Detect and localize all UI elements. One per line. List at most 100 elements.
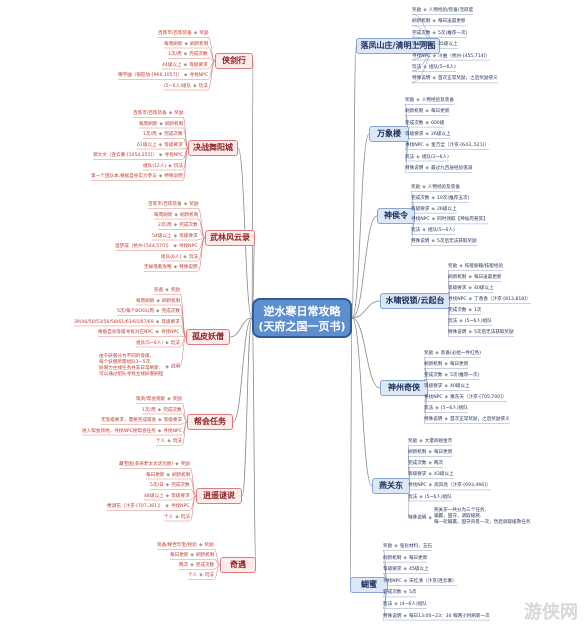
leaf-entry: 个人◆玩法 — [164, 515, 190, 521]
leaf-separator-icon: ◆ — [403, 613, 407, 619]
leaf-entry: 完成次数◆两次 — [408, 461, 443, 467]
note-body: 由于妖僧分为不同的等级,每个妖僧所需组队1~5次,妖僧为主线任务并非日常刷新,可… — [99, 354, 163, 378]
leaf-separator-icon: ◆ — [444, 373, 448, 378]
leaf-value: 宋红清（汴京/连云寨） — [409, 578, 457, 584]
leaf-separator-icon: ◆ — [183, 254, 187, 260]
leaf-separator-icon: ◆ — [394, 544, 398, 549]
connector — [189, 488, 197, 497]
leaf-key: 玩法 — [448, 319, 458, 324]
leaf-entry: 第一个团队本,根据自身实力参与◆特殊说明 — [91, 174, 183, 180]
connector — [213, 548, 221, 566]
leaf-value: 技能秘籍/技能经验 — [464, 264, 504, 269]
branch-b7[interactable]: 奇遇 — [220, 557, 256, 573]
leaf-key: 特殊说明 — [164, 174, 183, 179]
leaf-value: 48级以上 — [144, 493, 164, 499]
leaf-value: 每周刷新 — [139, 121, 158, 127]
leaf-entry: 玩法◆(4~6人)组队 — [383, 602, 427, 608]
leaf-entry: 每周刷新◆刷新机制 — [136, 299, 180, 305]
leaf-entry: 玩法◆(5~6人)组队 — [408, 495, 452, 501]
leaf-key: 等级要求 — [383, 567, 402, 573]
leaf-key: 完成次数 — [383, 590, 402, 596]
leaf-entry: 寻找NPC◆金万全（汴京-[643,,521]） — [405, 143, 489, 149]
connector — [349, 317, 353, 586]
leaf-separator-icon: ◆ — [155, 309, 160, 314]
leaf-value: 44级以上 — [162, 62, 182, 68]
leaf-value: 乘东天（汴京-[705,700]） — [450, 395, 507, 400]
leaf-separator-icon: ◆ — [198, 543, 203, 548]
leaf-key: 完成次数 — [164, 132, 183, 137]
branch-b2[interactable]: 决战舞阳城 — [188, 140, 238, 156]
leaf-value: 每日更新 — [430, 109, 450, 115]
leaf-separator-icon: ◆ — [422, 228, 426, 234]
leaf-entry: 装备/稀世珍宝/经验◆奖励 — [157, 543, 214, 549]
leaf-separator-icon: ◆ — [174, 212, 178, 218]
leaf-value: 进入帮会领地，寻找NPC接帮会任务 — [82, 428, 156, 434]
leaf-key: 刷新机制 — [171, 472, 191, 478]
leaf-entry: 奖励◆人物经验及装备 — [405, 98, 454, 104]
leaf-entry: 无掉落看攻略◆特殊说明 — [144, 265, 198, 271]
leaf-value: (5~6人)组队 — [440, 406, 468, 411]
leaf-separator-icon: ◆ — [167, 397, 171, 402]
leaf-separator-icon: ◆ — [403, 578, 408, 584]
connector — [179, 314, 187, 338]
leaf-separator-icon: ◆ — [459, 319, 463, 324]
leaf-separator-icon: ◆ — [155, 330, 159, 335]
leaf-value: 每日更新 — [146, 472, 165, 478]
leaf-separator-icon: ◆ — [165, 483, 170, 488]
leaf-key: 等级要求 — [448, 286, 467, 291]
leaf-value: 45级以上 — [408, 567, 429, 573]
leaf-value: 43级以上 — [433, 472, 454, 478]
leaf-separator-icon: ◆ — [468, 330, 472, 335]
leaf-value: 人物经验及装备 — [427, 185, 460, 190]
leaf-entry: 百炼币/百炼装备◆奖励 — [133, 111, 183, 117]
leaf-value: 首次正常奖励，之后奖励侠义 — [449, 417, 510, 422]
branch-b11[interactable]: 水啸锐锁/云起台 — [380, 293, 450, 309]
leaf-key: 刷新机制 — [383, 555, 402, 561]
leaf-value: (5~6人)组队 — [464, 319, 492, 324]
leaf-entry: 奖励◆人物经验/装备/活跃度 — [412, 8, 473, 14]
leaf-entry: 每日更新◆刷新机制 — [146, 473, 190, 479]
leaf-separator-icon: ◆ — [168, 163, 172, 169]
leaf-value: 金万全（汴京-[643,,521]） — [431, 143, 490, 149]
leaf-entry: 藏宝图(多块老太太话功勋)◆奖励 — [119, 462, 190, 468]
branch-b5[interactable]: 帮会任务 — [187, 414, 233, 430]
leaf-separator-icon: ◆ — [435, 351, 439, 356]
leaf-value: (5~6人)组队 — [424, 494, 452, 500]
leaf-key: 刷新机制 — [408, 450, 427, 456]
branch-b8[interactable]: 落凤山庄/清明上河图 — [356, 38, 440, 54]
branch-b12[interactable]: 神州奇侠 — [380, 380, 428, 396]
leaf-key: 刷新机制 — [161, 298, 181, 304]
connector — [351, 133, 370, 319]
leaf-entry: 61级以上◆等级要求 — [137, 143, 183, 149]
leaf-separator-icon: ◆ — [158, 153, 163, 158]
leaf-key: 玩法 — [412, 65, 422, 70]
branch-b6[interactable]: 逍遥谜说 — [196, 488, 242, 504]
branch-b3[interactable]: 武林风云录 — [205, 230, 255, 246]
connector — [197, 237, 206, 272]
leaf-value: 1次/周 — [142, 407, 156, 413]
leaf-key: 玩法 — [198, 83, 208, 89]
branch-b14[interactable]: 蝴蜜 — [350, 577, 388, 593]
note-body: 燕关东一共分为三个任务,输赢，固守，调取援救.每一轮输赢，固守背景一次，然后调取… — [434, 508, 530, 526]
leaf-value: 第一个团队本,根据自身实力参与 — [91, 174, 157, 179]
branch-b1[interactable]: 侠剑行 — [215, 53, 253, 69]
leaf-entry: 等级要求◆35级以上 — [412, 42, 458, 48]
leaf-separator-icon: ◆ — [165, 340, 169, 346]
center-topic[interactable]: 逆水寒日常攻略 (天府之国一页书) — [252, 298, 352, 338]
leaf-separator-icon: ◆ — [428, 450, 432, 456]
leaf-entry: 奖励◆装备(必给一件红色) — [424, 351, 481, 357]
leaf-entry: 等级要求◆40级以上 — [424, 384, 470, 390]
leaf-separator-icon: ◆ — [423, 8, 427, 13]
connector — [213, 558, 221, 566]
connector — [232, 317, 253, 423]
branch-b9[interactable]: 万象楼 — [369, 126, 409, 142]
leaf-entry: 寻找NPC◆乘东天（汴京-[705,700]） — [424, 395, 507, 401]
connector — [179, 336, 187, 347]
branch-b13[interactable]: 燕关东 — [372, 478, 410, 494]
branch-b10[interactable]: 神侯令 — [377, 208, 415, 224]
branch-b4[interactable]: 孤皮妖僧 — [186, 329, 230, 345]
leaf-separator-icon: ◆ — [428, 461, 432, 467]
leaf-separator-icon: ◆ — [432, 53, 437, 59]
leaf-value: 5次后无法获取奖励 — [436, 239, 477, 244]
leaf-separator-icon: ◆ — [432, 30, 436, 36]
